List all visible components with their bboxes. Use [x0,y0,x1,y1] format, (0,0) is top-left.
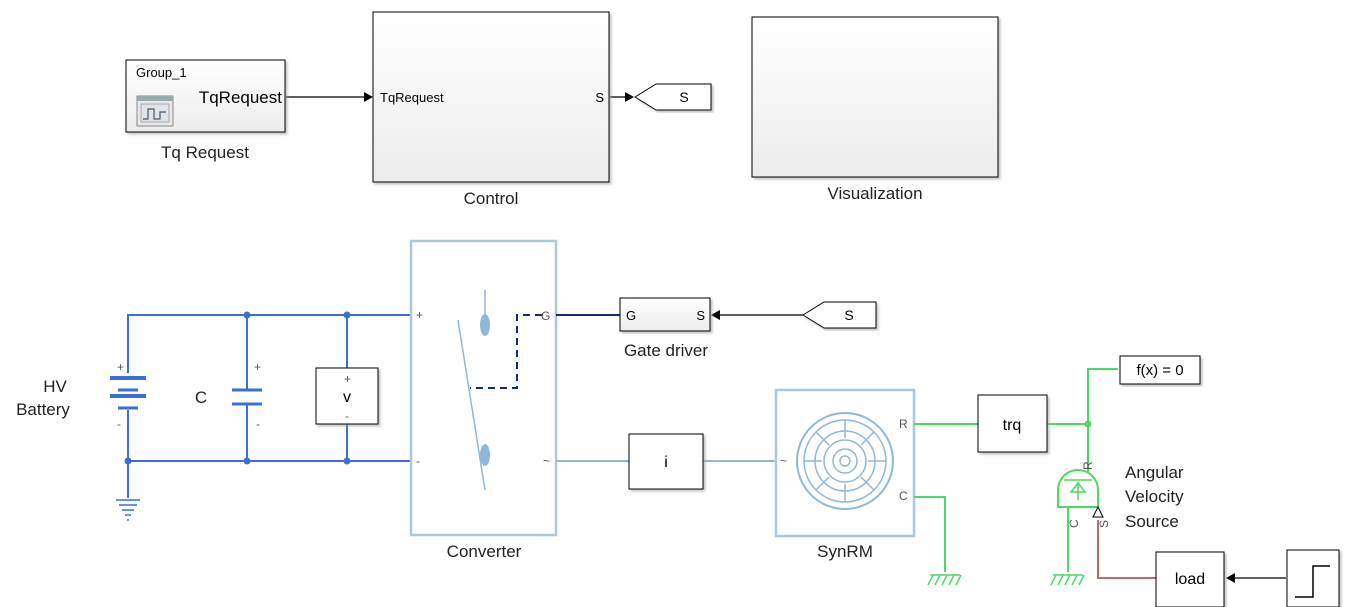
tq-request-port-label: TqRequest [199,88,282,107]
converter-ac-label: ~ [543,454,550,468]
mechanical-node [1084,420,1092,428]
mechanical-connections[interactable] [914,368,1118,572]
torque-sensor-label: trq [1003,417,1022,434]
torque-sensor-block[interactable]: trq [977,394,1048,453]
current-sensor-label: i [664,454,668,471]
gate-driver-caption: Gate driver [624,341,708,360]
physical-signal-connection[interactable] [1092,505,1156,579]
mechanical-ground-icon-source [1050,574,1085,586]
hv-battery-block[interactable]: + - [110,360,146,431]
capacitor-plus-label: + [254,360,261,374]
visualization-caption: Visualization [827,184,922,203]
current-sensor-block[interactable]: i [628,433,704,490]
avs-caption-line3: Source [1125,512,1179,531]
avs-caption-line1: Angular [1125,463,1184,482]
control-in-port-label: TqRequest [380,90,444,105]
gate-driver-in-port: G [626,308,636,323]
tq-request-block[interactable]: Group_1 TqRequest [125,59,286,133]
mechanical-ground-icon-synrm [927,574,962,586]
signal-control-to-goto[interactable] [610,92,634,102]
step-source-block[interactable] [1286,549,1340,607]
electrical-nodes [124,311,351,465]
synrm-caption: SynRM [817,542,873,561]
solver-configuration-block[interactable]: f(x) = 0 [1119,355,1201,385]
avs-s-label: S [1097,520,1111,528]
capacitor-minus-label: - [256,417,260,431]
from-s-label: S [844,307,853,323]
goto-s-tag[interactable]: S [634,83,712,111]
voltage-sensor-minus-label: - [345,409,349,423]
converter-block[interactable]: + - G ~ [409,239,558,537]
capacitor-block[interactable]: + - [232,360,262,431]
converter-minus-label: - [416,454,420,468]
synrm-c-label: C [899,489,908,503]
synrm-block[interactable]: ~ R C [774,388,916,538]
gate-driver-block[interactable]: G S [619,297,711,332]
switch-icon [457,290,490,491]
load-label: load [1175,571,1205,588]
battery-caption-line2: Battery [16,400,70,419]
step-icon [1295,565,1330,598]
tq-request-caption: Tq Request [161,143,249,162]
battery-plus-label: + [117,360,124,374]
signal-from-to-gatedriver[interactable] [711,310,803,320]
battery-minus-label: - [117,417,121,431]
visualization-subsystem[interactable] [751,16,999,178]
gate-control-dashed-link [470,314,542,389]
voltage-sensor-plus-label: + [344,372,351,386]
converter-plus-label: + [416,308,423,322]
voltage-sensor-block[interactable]: v + - [315,367,379,425]
avs-caption-line2: Velocity [1125,487,1184,506]
avs-r-label: R [1081,461,1095,470]
control-subsystem[interactable]: TqRequest S [372,11,610,183]
control-caption: Control [464,189,519,208]
tq-request-group-label: Group_1 [136,65,187,80]
synrm-motor-icon [796,412,894,510]
converter-g-label: G [541,309,550,323]
gate-driver-out-port: S [696,308,705,323]
solver-config-label: f(x) = 0 [1136,362,1183,379]
signal-tqrequest-to-control[interactable] [286,92,373,102]
angular-velocity-source-block[interactable]: R C S [1057,461,1111,528]
voltage-sensor-label: v [343,389,351,406]
from-s-tag[interactable]: S [802,301,877,329]
synrm-r-label: R [899,417,908,431]
battery-caption-line1: HV [43,377,67,396]
electrical-ground-icon [116,499,140,521]
synrm-ac-label: ~ [780,454,787,468]
goto-s-label: S [679,89,688,105]
avs-c-label: C [1067,519,1081,528]
signal-editor-icon [136,95,174,127]
load-block[interactable]: load [1155,551,1225,607]
control-out-port-label: S [595,90,604,105]
signal-step-to-load[interactable] [1226,573,1286,583]
converter-caption: Converter [447,542,522,561]
capacitor-caption: C [195,388,207,407]
